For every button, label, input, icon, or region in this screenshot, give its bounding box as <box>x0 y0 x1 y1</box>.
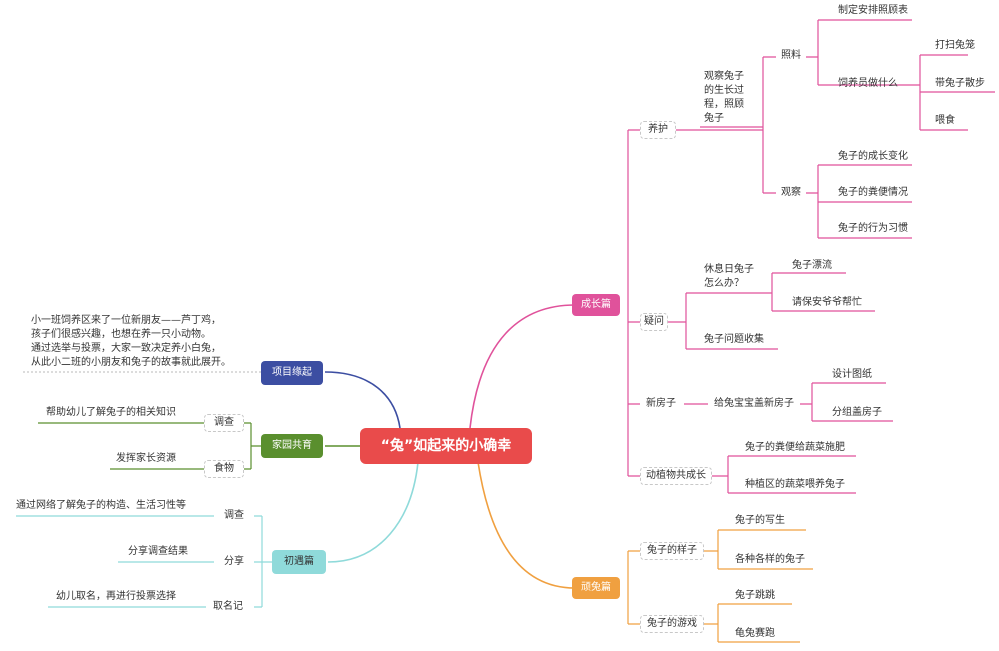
branch-play[interactable]: 顽兔篇 <box>572 577 620 599</box>
node-various-rabbits[interactable]: 各种各样的兔子 <box>735 554 805 565</box>
node-care-desc: 观察兔子 的生长过 程，照顾 兔子 <box>704 71 744 124</box>
node-care[interactable]: 养护 <box>640 121 676 139</box>
node-holiday[interactable]: 休息日兔子 怎么办？ <box>704 264 754 289</box>
node-tortoise-hare[interactable]: 龟兔赛跑 <box>735 628 775 639</box>
node-task-walk[interactable]: 带兔子散步 <box>935 78 985 89</box>
node-rabbit-jump[interactable]: 兔子跳跳 <box>735 590 775 601</box>
node-plants-animals[interactable]: 动植物共成长 <box>640 467 712 485</box>
node-fertilize[interactable]: 兔子的粪便给蔬菜施肥 <box>745 442 845 453</box>
node-first-survey-desc: 通过网络了解兔子的构造、生活习性等 <box>16 500 186 511</box>
node-build-house[interactable]: 给兔宝宝盖新房子 <box>714 398 794 409</box>
root-topic[interactable]: “兔”如起来的小确幸 <box>360 428 532 464</box>
node-home-food-desc: 发挥家长资源 <box>116 453 176 464</box>
branch-home[interactable]: 家园共育 <box>261 434 323 458</box>
node-home-food[interactable]: 食物 <box>204 460 244 478</box>
node-feeding[interactable]: 照料 <box>781 50 801 61</box>
node-task-feed[interactable]: 喂食 <box>935 115 955 126</box>
node-questions[interactable]: 疑问 <box>640 313 668 331</box>
node-feeding-schedule[interactable]: 制定安排照顾表 <box>838 5 908 16</box>
node-observe-growth[interactable]: 兔子的成长变化 <box>838 151 908 162</box>
node-observe[interactable]: 观察 <box>781 187 801 198</box>
node-home-survey[interactable]: 调查 <box>204 414 244 432</box>
branch-origin[interactable]: 项目缘起 <box>261 361 323 385</box>
node-rabbit-games[interactable]: 兔子的游戏 <box>640 615 704 633</box>
node-design-drawing[interactable]: 设计图纸 <box>832 369 872 380</box>
node-holiday-guard[interactable]: 请保安爷爷帮忙 <box>792 297 862 308</box>
node-vegetables-feed[interactable]: 种植区的蔬菜喂养兔子 <box>745 479 845 490</box>
origin-text: 小一班饲养区来了一位新朋友——芦丁鸡， 孩子们很感兴趣，也想在养一只小动物。 通… <box>31 315 231 368</box>
node-first-survey[interactable]: 调查 <box>224 510 244 521</box>
node-observe-habits[interactable]: 兔子的行为习惯 <box>838 223 908 234</box>
node-observe-feces[interactable]: 兔子的粪便情况 <box>838 187 908 198</box>
branch-growth[interactable]: 成长篇 <box>572 294 620 316</box>
node-home-survey-desc: 帮助幼儿了解兔子的相关知识 <box>46 407 176 418</box>
node-holiday-drift[interactable]: 兔子漂流 <box>792 260 832 271</box>
node-task-clean[interactable]: 打扫兔笼 <box>935 40 975 51</box>
node-rabbit-looks[interactable]: 兔子的样子 <box>640 542 704 560</box>
branch-first[interactable]: 初遇篇 <box>272 550 326 574</box>
node-question-collect[interactable]: 兔子问题收集 <box>704 334 764 345</box>
node-first-share[interactable]: 分享 <box>224 556 244 567</box>
node-sketch[interactable]: 兔子的写生 <box>735 515 785 526</box>
node-keeper-tasks[interactable]: 饲养员做什么 <box>838 78 898 89</box>
node-first-naming-desc: 幼儿取名，再进行投票选择 <box>56 591 176 602</box>
node-new-house[interactable]: 新房子 <box>646 398 676 409</box>
node-group-build[interactable]: 分组盖房子 <box>832 407 882 418</box>
node-first-naming[interactable]: 取名记 <box>213 601 243 612</box>
node-first-share-desc: 分享调查结果 <box>128 546 188 557</box>
